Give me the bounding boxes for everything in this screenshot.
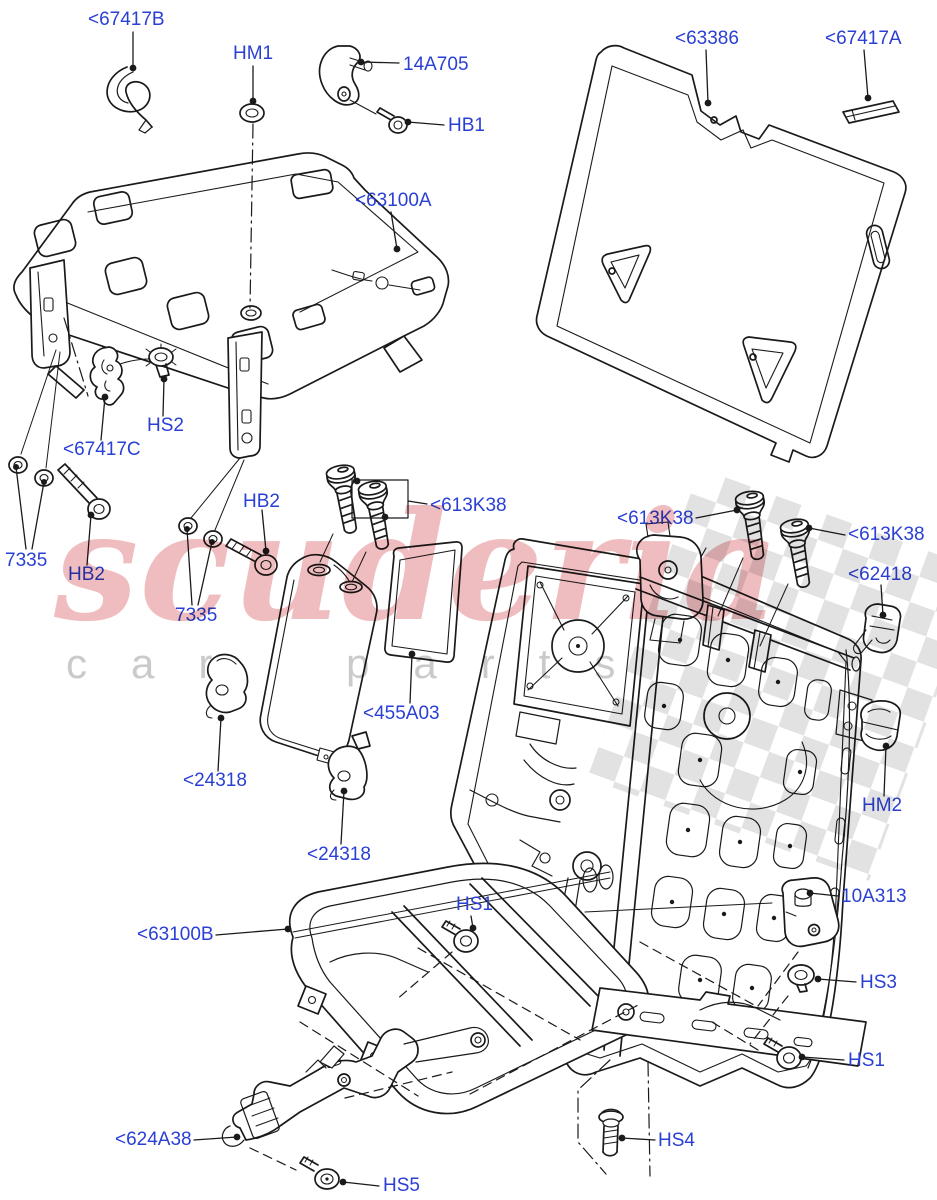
screw-HS2-art: [119, 343, 177, 378]
shelf-panel-63100A-art: [13, 152, 450, 459]
part-label-613K38-right[interactable]: <613K38: [848, 524, 925, 545]
pad-455A03-art: [384, 541, 463, 663]
grommet-HM1-art: [239, 103, 265, 123]
bolt-HS1-center-art: [441, 920, 479, 953]
part-label-613K38-box[interactable]: <613K38: [430, 495, 507, 516]
bolt-HB2-mid-art: [225, 538, 278, 576]
rear-panel-63386-art: [535, 44, 907, 463]
part-label-10A313[interactable]: 10A313: [841, 886, 907, 907]
part-label-24318-lower[interactable]: <24318: [307, 844, 371, 865]
part-label-7335-mid[interactable]: 7335: [175, 605, 217, 626]
towerbolts-613K38-art: [319, 462, 819, 647]
part-label-62418[interactable]: <62418: [848, 564, 912, 585]
part-label-HB1[interactable]: HB1: [448, 115, 485, 136]
cap-62418-art: [853, 603, 902, 655]
part-label-63100B[interactable]: <63100B: [137, 924, 214, 945]
part-label-HS4[interactable]: HS4: [658, 1130, 695, 1151]
part-label-63386[interactable]: <63386: [675, 28, 739, 49]
part-label-455A03[interactable]: <455A03: [363, 703, 440, 724]
part-label-HM2[interactable]: HM2: [862, 795, 902, 816]
bushing-HM2-art: [860, 700, 902, 752]
part-label-HS1-right[interactable]: HS1: [848, 1050, 885, 1071]
screw-HS5-art: [299, 1156, 340, 1190]
strip-67417A-art: [842, 100, 900, 124]
strap-67417B-art: [106, 66, 153, 134]
screw-HS3-art: [787, 964, 815, 993]
part-label-624A38[interactable]: <624A38: [115, 1129, 192, 1150]
hook-24318-lower-art: [327, 731, 371, 801]
part-label-HB2-mid[interactable]: HB2: [243, 491, 280, 512]
bolt-HB2-left-art: [57, 463, 111, 520]
part-label-67417B[interactable]: <67417B: [88, 9, 165, 30]
part-label-HB2-left[interactable]: HB2: [68, 564, 105, 585]
bolt-HB1-art: [376, 107, 408, 134]
latch-624A38-art: [221, 1026, 489, 1147]
part-label-HS5[interactable]: HS5: [383, 1175, 420, 1196]
bracket-14A705-art: [318, 45, 377, 115]
part-label-613K38-mid[interactable]: <613K38: [617, 508, 694, 529]
assembly-lines: [63, 123, 799, 1177]
clamp-67417C-art: [89, 346, 125, 406]
part-label-63100A[interactable]: <63100A: [355, 190, 432, 211]
part-label-HS2[interactable]: HS2: [147, 415, 184, 436]
part-label-24318-upper[interactable]: <24318: [183, 770, 247, 791]
bracket-10A313-art: [781, 877, 840, 948]
part-label-HS1-center[interactable]: HS1: [456, 894, 493, 915]
part-label-67417C[interactable]: <67417C: [63, 439, 141, 460]
washers-7335-mid-art: [178, 457, 245, 548]
part-group-box: [351, 479, 409, 519]
part-label-HS3[interactable]: HS3: [860, 972, 897, 993]
hook-24318-upper-art: [205, 653, 249, 719]
part-label-7335-left[interactable]: 7335: [5, 550, 47, 571]
bolt-HS1-right-art: [763, 1037, 802, 1070]
part-label-67417A[interactable]: <67417A: [825, 28, 902, 49]
bolt-HS4-art: [598, 1108, 624, 1157]
leader-lines: [13, 31, 890, 1187]
part-label-HM1[interactable]: HM1: [233, 43, 273, 64]
part-labels: <67417B HM1 14A705 HB1 <63386 <67417A <6…: [5, 9, 925, 1196]
part-label-14A705[interactable]: 14A705: [403, 54, 469, 75]
